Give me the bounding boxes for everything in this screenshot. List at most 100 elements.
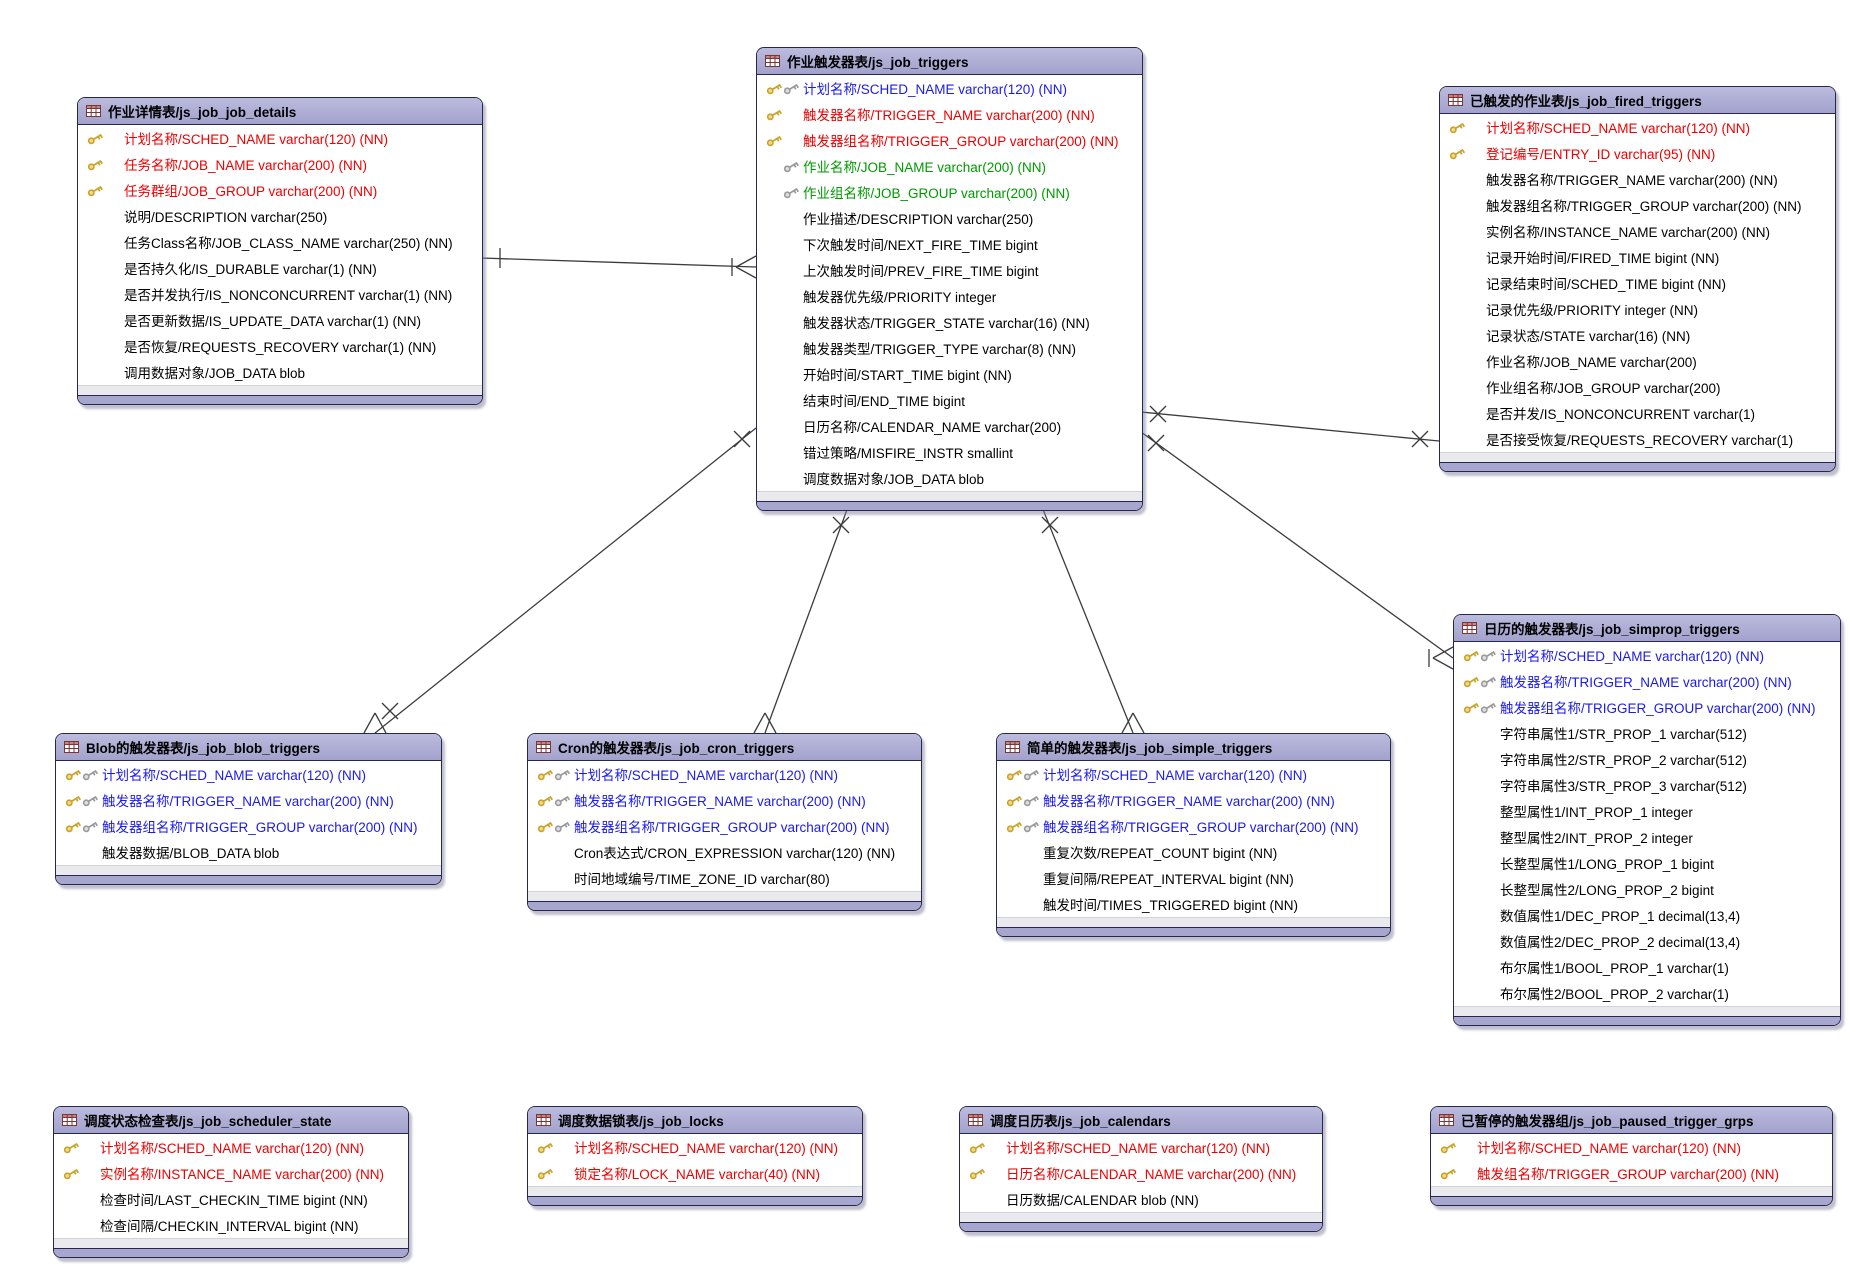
table-header-simprop-triggers[interactable]: 日历的触发器表/js_job_simprop_triggers <box>1454 615 1840 642</box>
column-row[interactable]: 触发器名称/TRIGGER_NAME varchar(200) (NN) <box>997 787 1390 813</box>
column-row[interactable]: 日历数据/CALENDAR blob (NN) <box>960 1186 1322 1212</box>
column-row[interactable]: 记录开始时间/FIRED_TIME bigint (NN) <box>1440 244 1835 270</box>
column-row[interactable]: 是否并发执行/IS_NONCONCURRENT varchar(1) (NN) <box>78 281 482 307</box>
table-header-fired-triggers[interactable]: 已触发的作业表/js_job_fired_triggers <box>1440 87 1835 114</box>
column-row[interactable]: 重复次数/REPEAT_COUNT bigint (NN) <box>997 839 1390 865</box>
column-row[interactable]: 结束时间/END_TIME bigint <box>757 387 1142 413</box>
column-row[interactable]: 是否持久化/IS_DURABLE varchar(1) (NN) <box>78 255 482 281</box>
column-row[interactable]: 触发器类型/TRIGGER_TYPE varchar(8) (NN) <box>757 335 1142 361</box>
column-row[interactable]: 调度数据对象/JOB_DATA blob <box>757 465 1142 491</box>
column-row[interactable]: 计划名称/SCHED_NAME varchar(120) (NN) <box>78 125 482 151</box>
column-row[interactable]: 计划名称/SCHED_NAME varchar(120) (NN) <box>1440 114 1835 140</box>
column-row[interactable]: 作业组名称/JOB_GROUP varchar(200) <box>1440 374 1835 400</box>
column-row[interactable]: 检查时间/LAST_CHECKIN_TIME bigint (NN) <box>54 1186 408 1212</box>
crow-foot[interactable] <box>1432 646 1454 659</box>
column-row[interactable]: 触发器组名称/TRIGGER_GROUP varchar(200) (NN) <box>56 813 441 839</box>
column-row[interactable]: 是否更新数据/IS_UPDATE_DATA varchar(1) (NN) <box>78 307 482 333</box>
column-row[interactable]: 字符串属性2/STR_PROP_2 varchar(512) <box>1454 746 1840 772</box>
column-row[interactable]: 重复间隔/REPEAT_INTERVAL bigint (NN) <box>997 865 1390 891</box>
column-row[interactable]: 触发器组名称/TRIGGER_GROUP varchar(200) (NN) <box>1440 192 1835 218</box>
cardinality-tick[interactable] <box>733 430 751 448</box>
column-row[interactable]: Cron表达式/CRON_EXPRESSION varchar(120) (NN… <box>528 839 921 865</box>
column-row[interactable]: 实例名称/INSTANCE_NAME varchar(200) (NN) <box>1440 218 1835 244</box>
column-row[interactable]: 计划名称/SCHED_NAME varchar(120) (NN) <box>1454 642 1840 668</box>
cardinality-tick[interactable] <box>381 702 399 720</box>
column-row[interactable]: 触发器名称/TRIGGER_NAME varchar(200) (NN) <box>757 101 1142 127</box>
column-row[interactable]: 整型属性2/INT_PROP_2 integer <box>1454 824 1840 850</box>
column-row[interactable]: 计划名称/SCHED_NAME varchar(120) (NN) <box>54 1134 408 1160</box>
column-row[interactable]: 触发器数据/BLOB_DATA blob <box>56 839 441 865</box>
column-row[interactable]: 任务名称/JOB_NAME varchar(200) (NN) <box>78 151 482 177</box>
crow-foot[interactable] <box>374 712 387 734</box>
column-row[interactable]: 锁定名称/LOCK_NAME varchar(40) (NN) <box>528 1160 862 1186</box>
column-row[interactable]: 日历名称/CALENDAR_NAME varchar(200) (NN) <box>960 1160 1322 1186</box>
column-row[interactable]: 错过策略/MISFIRE_INSTR smallint <box>757 439 1142 465</box>
triggers-to-fired-triggers[interactable] <box>1140 411 1440 442</box>
cardinality-tick[interactable] <box>1411 430 1429 448</box>
column-row[interactable]: 字符串属性1/STR_PROP_1 varchar(512) <box>1454 720 1840 746</box>
column-row[interactable]: 数值属性2/DEC_PROP_2 decimal(13,4) <box>1454 928 1840 954</box>
cardinality-tick[interactable] <box>832 516 850 534</box>
table-header-scheduler-state[interactable]: 调度状态检查表/js_job_scheduler_state <box>54 1107 408 1134</box>
table-header-cron-triggers[interactable]: Cron的触发器表/js_job_cron_triggers <box>528 734 921 761</box>
column-row[interactable]: 长整型属性1/LONG_PROP_1 bigint <box>1454 850 1840 876</box>
column-row[interactable]: 日历名称/CALENDAR_NAME varchar(200) <box>757 413 1142 439</box>
column-row[interactable]: 记录优先级/PRIORITY integer (NN) <box>1440 296 1835 322</box>
job-details-to-triggers[interactable] <box>480 257 757 268</box>
table-header-blob-triggers[interactable]: Blob的触发器表/js_job_blob_triggers <box>56 734 441 761</box>
cardinality-tick[interactable] <box>1147 434 1165 452</box>
column-row[interactable]: 作业组名称/JOB_GROUP varchar(200) (NN) <box>757 179 1142 205</box>
table-header-locks[interactable]: 调度数据锁表/js_job_locks <box>528 1107 862 1134</box>
table-header-paused-trigger-grps[interactable]: 已暂停的触发器组/js_job_paused_trigger_grps <box>1431 1107 1832 1134</box>
column-row[interactable]: 触发器名称/TRIGGER_NAME varchar(200) (NN) <box>1454 668 1840 694</box>
column-row[interactable]: 是否恢复/REQUESTS_RECOVERY varchar(1) (NN) <box>78 333 482 359</box>
column-row[interactable]: 触发器名称/TRIGGER_NAME varchar(200) (NN) <box>56 787 441 813</box>
column-row[interactable]: 计划名称/SCHED_NAME varchar(120) (NN) <box>528 1134 862 1160</box>
column-row[interactable]: 作业名称/JOB_NAME varchar(200) (NN) <box>757 153 1142 179</box>
crow-foot[interactable] <box>735 266 757 279</box>
column-row[interactable]: 布尔属性1/BOOL_PROP_1 varchar(1) <box>1454 954 1840 980</box>
column-row[interactable]: 触发器组名称/TRIGGER_GROUP varchar(200) (NN) <box>997 813 1390 839</box>
cardinality-tick[interactable] <box>1041 516 1059 534</box>
crow-foot[interactable] <box>1432 657 1454 670</box>
column-row[interactable]: 记录状态/STATE varchar(16) (NN) <box>1440 322 1835 348</box>
crow-foot[interactable] <box>363 712 376 734</box>
column-row[interactable]: 触发器组名称/TRIGGER_GROUP varchar(200) (NN) <box>1454 694 1840 720</box>
crow-foot[interactable] <box>1132 712 1145 734</box>
column-row[interactable]: 作业描述/DESCRIPTION varchar(250) <box>757 205 1142 231</box>
triggers-to-simprop-triggers[interactable] <box>1140 431 1454 659</box>
column-row[interactable]: 数值属性1/DEC_PROP_1 decimal(13,4) <box>1454 902 1840 928</box>
column-row[interactable]: 布尔属性2/BOOL_PROP_2 varchar(1) <box>1454 980 1840 1006</box>
table-header-calendars[interactable]: 调度日历表/js_job_calendars <box>960 1107 1322 1134</box>
column-row[interactable]: 检查间隔/CHECKIN_INTERVAL bigint (NN) <box>54 1212 408 1238</box>
column-row[interactable]: 任务群组/JOB_GROUP varchar(200) (NN) <box>78 177 482 203</box>
column-row[interactable]: 触发器组名称/TRIGGER_GROUP varchar(200) (NN) <box>757 127 1142 153</box>
column-row[interactable]: 触发器优先级/PRIORITY integer <box>757 283 1142 309</box>
triggers-to-blob-triggers[interactable] <box>374 427 757 734</box>
triggers-to-simple-triggers[interactable] <box>1041 506 1134 734</box>
cardinality-tick[interactable] <box>1149 405 1167 423</box>
column-row[interactable]: 整型属性1/INT_PROP_1 integer <box>1454 798 1840 824</box>
column-row[interactable]: 作业名称/JOB_NAME varchar(200) <box>1440 348 1835 374</box>
column-row[interactable]: 登记编号/ENTRY_ID varchar(95) (NN) <box>1440 140 1835 166</box>
crow-foot[interactable] <box>764 712 777 734</box>
column-row[interactable]: 触发器名称/TRIGGER_NAME varchar(200) (NN) <box>1440 166 1835 192</box>
table-header-triggers[interactable]: 作业触发器表/js_job_triggers <box>757 48 1142 75</box>
column-row[interactable]: 字符串属性3/STR_PROP_3 varchar(512) <box>1454 772 1840 798</box>
column-row[interactable]: 是否接受恢复/REQUESTS_RECOVERY varchar(1) <box>1440 426 1835 452</box>
crow-foot[interactable] <box>735 255 757 268</box>
column-row[interactable]: 触发器状态/TRIGGER_STATE varchar(16) (NN) <box>757 309 1142 335</box>
triggers-to-cron-triggers[interactable] <box>764 506 849 734</box>
column-row[interactable]: 任务Class名称/JOB_CLASS_NAME varchar(250) (N… <box>78 229 482 255</box>
column-row[interactable]: 下次触发时间/NEXT_FIRE_TIME bigint <box>757 231 1142 257</box>
column-row[interactable]: 计划名称/SCHED_NAME varchar(120) (NN) <box>757 75 1142 101</box>
crow-foot[interactable] <box>1121 712 1134 734</box>
column-row[interactable]: 触发器组名称/TRIGGER_GROUP varchar(200) (NN) <box>528 813 921 839</box>
